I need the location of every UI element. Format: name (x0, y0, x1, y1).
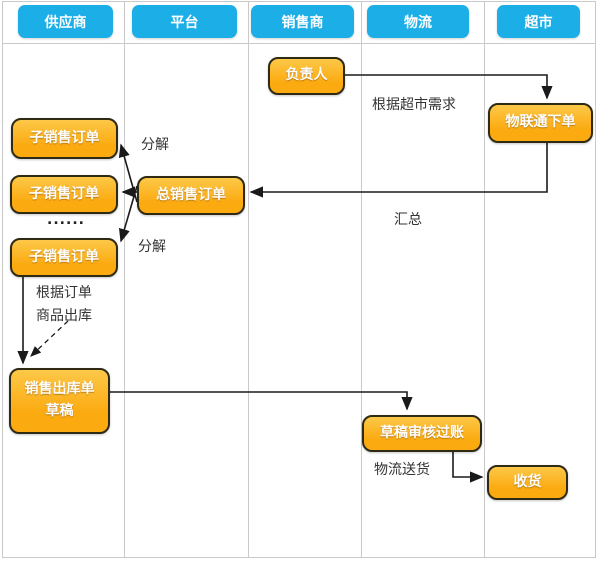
lane-divider-4 (484, 1, 485, 557)
annotation-decompose-bottom: 分解 (138, 239, 166, 255)
annotation-summarize: 汇总 (394, 212, 422, 228)
node-outbound-draft-line1: 销售出库单 (24, 381, 95, 398)
node-sub-order-2: 子销售订单 (10, 175, 118, 214)
lane-divider-1 (124, 1, 125, 557)
node-sub-order-1: 子销售订单 (11, 118, 118, 159)
annotation-ellipsis: ...... (47, 212, 85, 228)
node-outbound-draft-line2: 草稿 (45, 403, 74, 419)
header-divider (2, 43, 595, 44)
lane-header-supplier: 供应商 (18, 5, 113, 38)
node-outbound-draft: 销售出库单 草稿 (9, 368, 110, 434)
node-total-order: 总销售订单 (137, 176, 245, 215)
node-sub-order-3: 子销售订单 (10, 238, 118, 277)
annotation-per-order: 根据订单 (36, 285, 92, 301)
lane-divider-3 (361, 1, 362, 557)
diagram-border (2, 1, 596, 558)
annotation-per-supermarket-demand: 根据超市需求 (372, 97, 456, 113)
lane-divider-2 (248, 1, 249, 557)
lane-header-platform: 平台 (132, 5, 237, 38)
annotation-goods-outbound: 商品出库 (36, 308, 92, 324)
node-receive: 收货 (487, 465, 568, 500)
lane-header-supermarket: 超市 (497, 5, 580, 38)
node-manager: 负责人 (268, 57, 345, 95)
node-wlt-order: 物联通下单 (488, 103, 593, 143)
lane-header-seller: 销售商 (251, 5, 354, 38)
annotation-decompose-top: 分解 (141, 137, 169, 153)
lane-header-logistics: 物流 (367, 5, 469, 38)
annotation-logistics-delivery: 物流送货 (374, 462, 430, 478)
node-draft-posting: 草稿审核过账 (362, 415, 482, 452)
